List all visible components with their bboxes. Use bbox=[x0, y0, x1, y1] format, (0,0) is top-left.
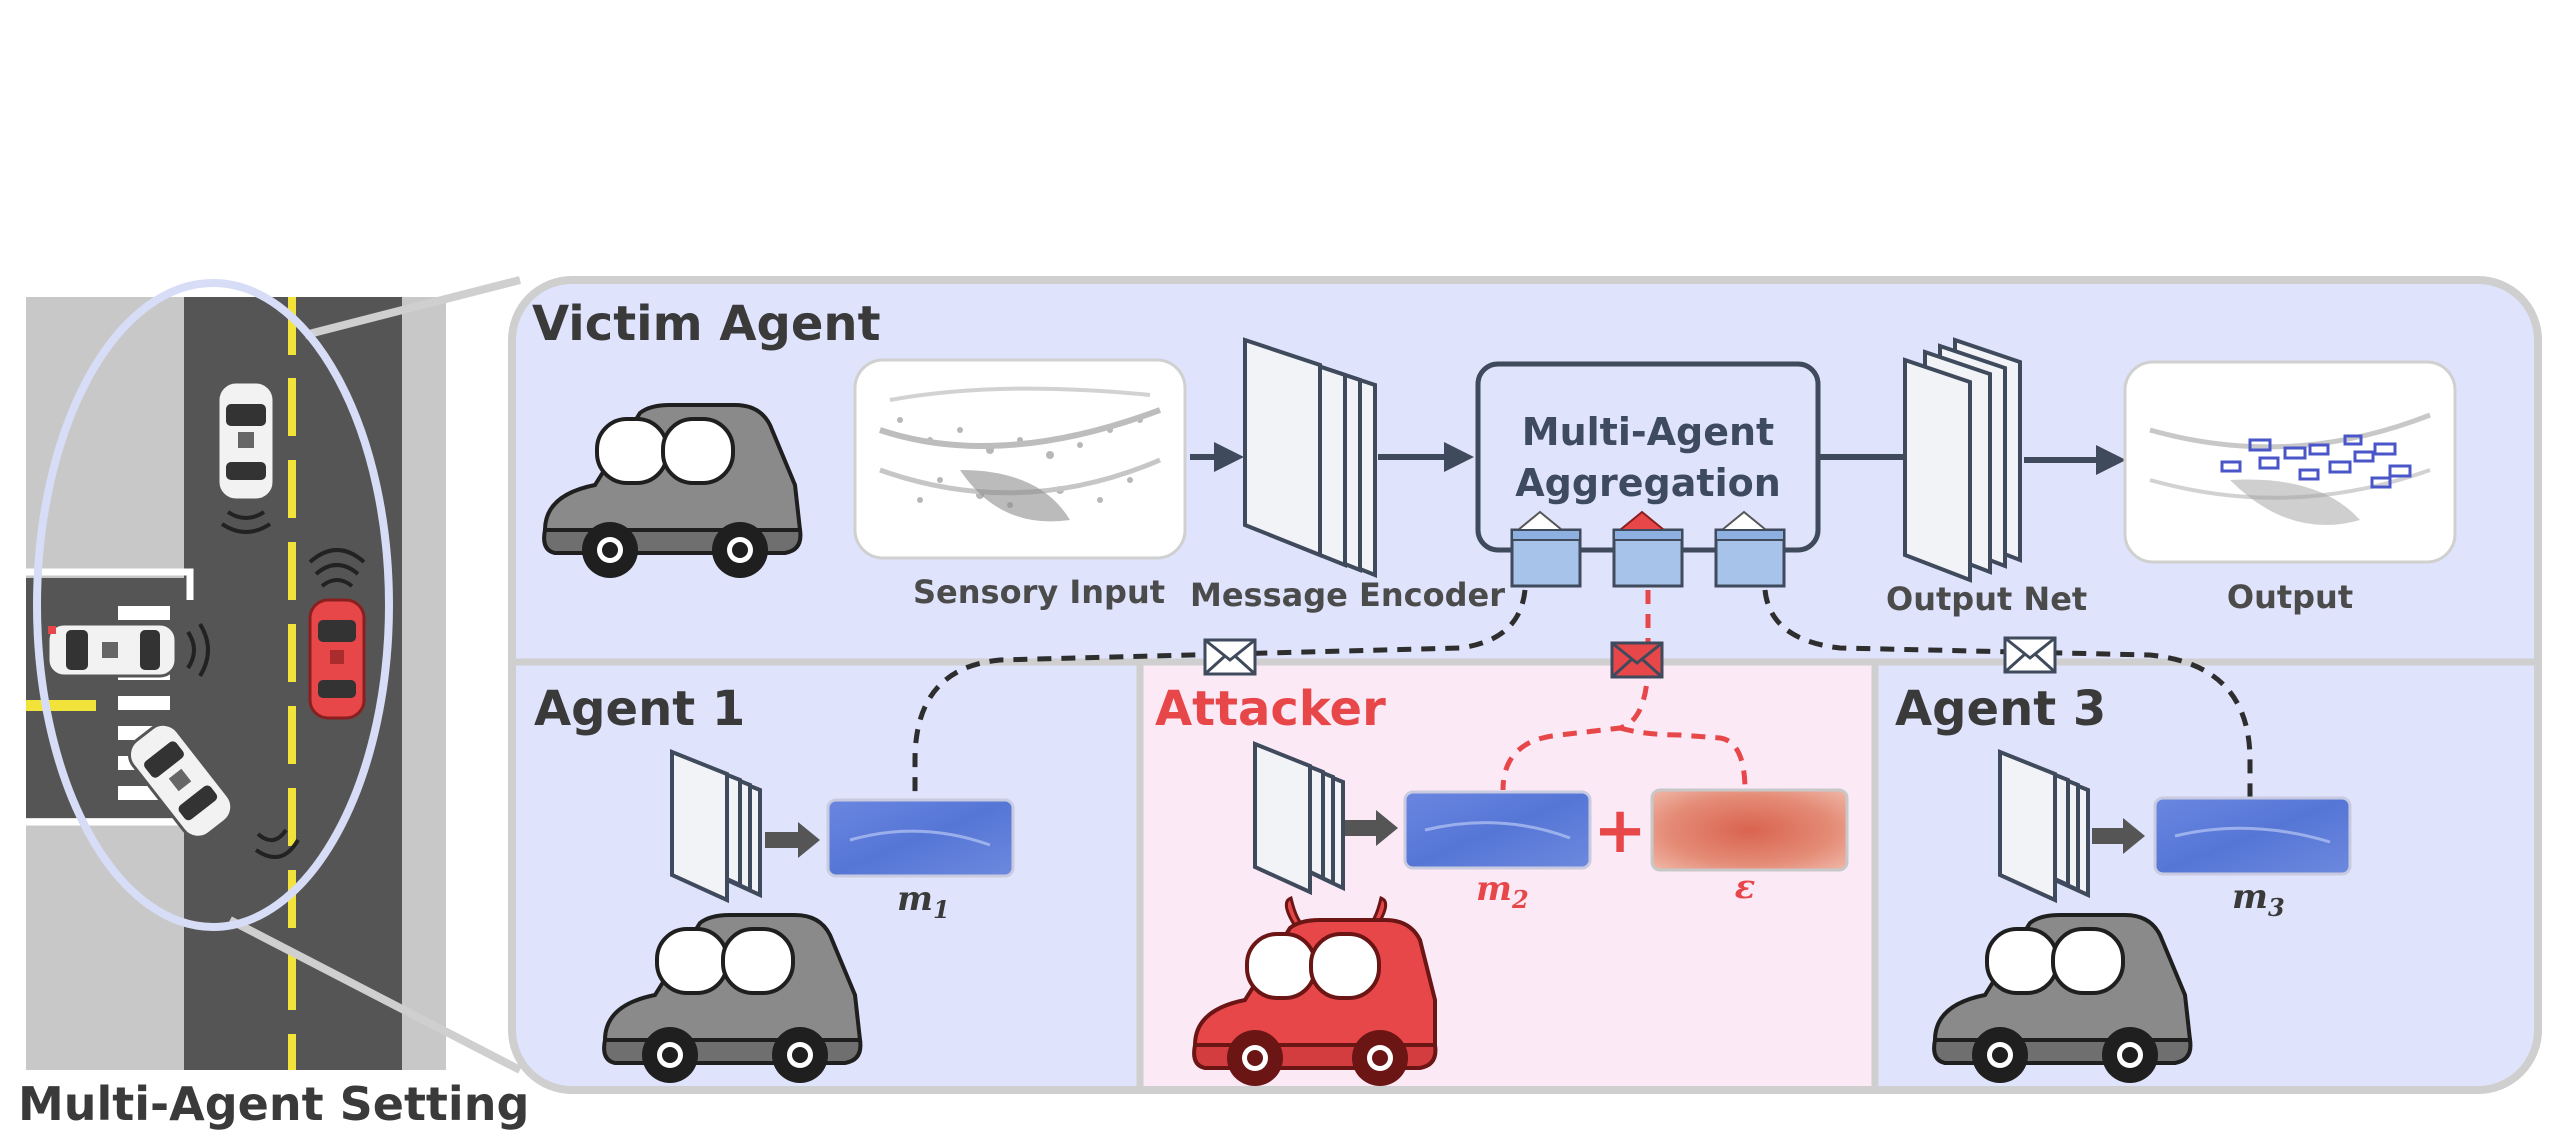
attacker-title: Attacker bbox=[1155, 681, 1386, 737]
inbox-folder-attacker bbox=[1612, 510, 1684, 588]
output-net-icon bbox=[1903, 337, 2022, 583]
zoom-ellipse bbox=[33, 279, 393, 931]
agent1-title: Agent 1 bbox=[534, 681, 745, 737]
zoom-line-bottom bbox=[228, 916, 522, 1074]
inbox-folder-agent1 bbox=[1510, 510, 1582, 588]
link-agent3-to-victim bbox=[1762, 589, 2253, 800]
agent1-encoder-icon bbox=[670, 749, 762, 904]
multi-agent-setting bbox=[26, 276, 522, 1074]
agent1-car bbox=[602, 913, 863, 1083]
attacker-arrow bbox=[1376, 810, 1398, 846]
road-car-attacker bbox=[308, 548, 366, 720]
zoom-line-top bbox=[304, 276, 521, 339]
road-car-top bbox=[216, 380, 276, 534]
plus-sign: + bbox=[1593, 794, 1647, 868]
road-car-left bbox=[46, 622, 210, 678]
attacker-message-map bbox=[1403, 790, 1592, 870]
envelope-agent1-icon bbox=[1203, 638, 1257, 676]
sensory-input-image bbox=[853, 358, 1187, 560]
link-agent1-to-victim bbox=[912, 589, 1528, 800]
agent3-title: Agent 3 bbox=[1895, 681, 2106, 737]
link-attacker-perturbation bbox=[1619, 725, 1748, 791]
envelope-agent3-icon bbox=[2003, 636, 2057, 674]
perturbation-label: ε bbox=[1735, 867, 1756, 907]
aggregation-label-line1: Multi-Agent bbox=[1522, 410, 1774, 454]
attacker-encoder-icon bbox=[1253, 741, 1345, 896]
attacker-message-label: m2 bbox=[1476, 869, 1529, 914]
agent3-arrow bbox=[2123, 818, 2145, 854]
inbox-folder-agent3 bbox=[1714, 510, 1786, 588]
message-encoder-label: Message Encoder bbox=[1190, 576, 1505, 614]
output-image bbox=[2123, 360, 2457, 564]
agent3-message-label: m3 bbox=[2232, 877, 2285, 922]
agent1-message-label: m1 bbox=[897, 879, 950, 924]
victim-agent-title: Victim Agent bbox=[532, 296, 881, 352]
road-car-diagonal bbox=[127, 722, 234, 839]
envelope-attacker-icon bbox=[1610, 641, 1664, 679]
lane-markings bbox=[288, 297, 296, 1070]
detection-boxes bbox=[2220, 434, 2412, 489]
sensory-input-label: Sensory Input bbox=[913, 573, 1165, 611]
message-encoder-icon bbox=[1243, 337, 1377, 578]
victim-car bbox=[542, 403, 803, 578]
attacker-car bbox=[1192, 896, 1438, 1086]
output-label: Output bbox=[2227, 578, 2353, 616]
agent1-arrow bbox=[798, 822, 820, 858]
agent3-car bbox=[1932, 913, 2193, 1083]
setting-caption: Multi-Agent Setting bbox=[18, 1077, 529, 1131]
output-net-label: Output Net bbox=[1886, 580, 2087, 618]
agent3-message-map bbox=[2153, 796, 2352, 876]
aggregation-label-line2: Aggregation bbox=[1515, 461, 1781, 505]
agent3-encoder-icon bbox=[1998, 749, 2090, 904]
perturbation-map bbox=[1650, 788, 1849, 872]
agent1-message-map bbox=[826, 798, 1015, 878]
